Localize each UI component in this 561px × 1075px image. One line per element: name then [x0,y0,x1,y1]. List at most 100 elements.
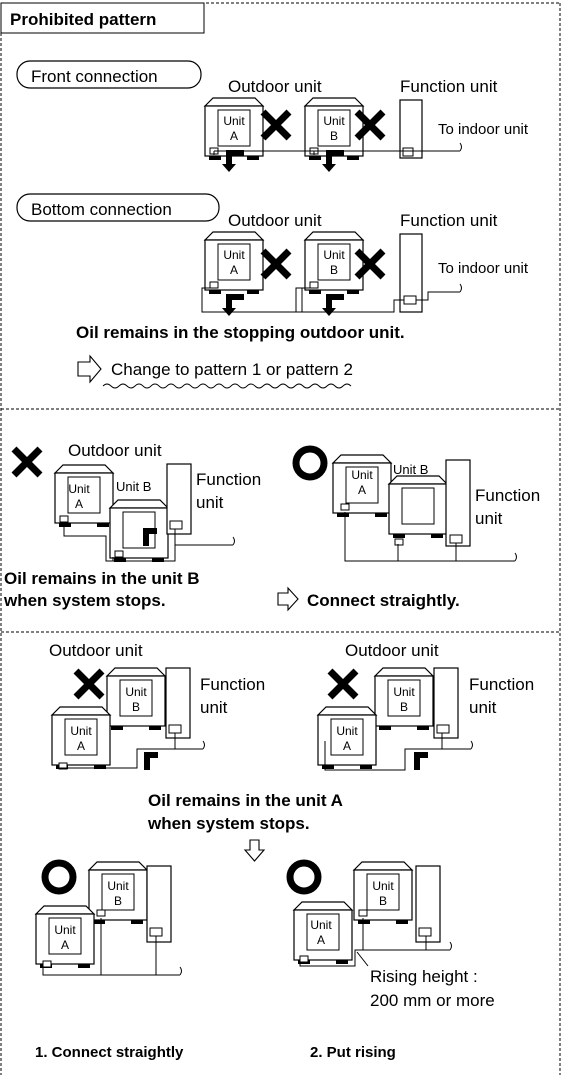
function-unit-label: Function unit [400,77,498,96]
svg-text:B: B [400,700,408,714]
s3-right-unit-a: Unit A [317,706,377,770]
function-label-line1: Function [200,675,265,694]
s2-unit-a: Unit A [54,464,114,528]
s3-left-function-unit [165,667,191,739]
front-function-unit [399,99,423,159]
svg-text:A: A [77,739,85,753]
svg-text:A: A [317,933,325,947]
svg-text:A: A [61,938,69,952]
outdoor-unit-label: Outdoor unit [49,641,143,660]
header-box [0,2,205,34]
svg-text:B: B [114,894,122,908]
svg-text:B: B [379,894,387,908]
outdoor-unit-label: Outdoor unit [228,77,322,96]
oil-warning-b-line1: Oil remains in the unit B [4,569,200,588]
svg-text:Unit: Unit [351,468,373,482]
connect-straightly-text: Connect straightly. [307,591,460,610]
s2-piping [63,527,235,562]
s3-ok1-unit-b: Unit B [88,861,148,925]
s3-ok1-function-unit [146,865,172,943]
cross-icon [263,112,289,138]
svg-text:Unit: Unit [54,923,76,937]
hollow-arrow-icon [77,354,102,384]
svg-text:Unit: Unit [336,724,358,738]
s3-left-unit-b: Unit B [106,667,166,731]
hollow-arrow-icon [277,586,299,612]
s3-ok2-piping [299,918,452,967]
svg-text:Unit: Unit [310,918,332,932]
unit-b-label: Unit B [393,462,428,477]
rising-height-line2: 200 mm or more [370,991,495,1010]
unit-b-label: Unit B [116,479,151,494]
function-label-line1: Function [475,486,540,505]
front-connection-label: Front connection [31,67,158,86]
to-indoor-label: To indoor unit [438,121,529,138]
cross-icon [330,671,356,697]
svg-text:Unit: Unit [372,879,394,893]
cross-icon [76,671,102,697]
function-label-line2: unit [475,509,503,528]
svg-text:A: A [75,497,83,511]
s3-ok2-function-unit [415,865,441,943]
oil-warning-text: Oil remains in the stopping outdoor unit… [76,323,405,342]
svg-text:B: B [330,263,338,277]
svg-text:B: B [330,129,338,143]
s3-right-function-unit [433,667,459,739]
outdoor-unit-label: Outdoor unit [68,441,162,460]
svg-text:B: B [132,700,140,714]
svg-text:Unit: Unit [125,685,147,699]
bottom-unit-b: Unit B [304,231,364,295]
s3-right-unit-b: Unit B [374,667,434,731]
wavy-underline [102,383,352,389]
oil-warning-b-line2: when system stops. [3,591,166,610]
function-label-line2: unit [469,698,497,717]
change-pattern-text: Change to pattern 1 or pattern 2 [111,360,353,379]
header-title: Prohibited pattern [10,10,156,29]
function-label-line1: Function [196,470,261,489]
svg-text:A: A [230,263,238,277]
cross-icon [14,449,40,475]
oil-bend-icon [414,752,428,770]
front-connection-pill [16,60,202,89]
outdoor-unit-label: Outdoor unit [345,641,439,660]
function-unit-label: Function unit [400,211,498,230]
s3-ok1-piping [42,918,182,976]
oil-warning-a-line1: Oil remains in the unit A [148,791,343,810]
s3-right-piping [324,733,473,771]
cross-icon [263,251,289,277]
svg-text:Unit: Unit [393,685,415,699]
svg-text:Unit: Unit [107,879,129,893]
s2-ok-unit-b [388,475,448,546]
svg-text:A: A [230,129,238,143]
bottom-piping [201,283,462,313]
svg-text:Unit: Unit [323,248,345,262]
s3-left-piping [58,733,205,769]
outdoor-unit-label: Outdoor unit [228,211,322,230]
svg-text:Unit: Unit [223,248,245,262]
function-label-line2: unit [196,493,224,512]
svg-text:Unit: Unit [323,114,345,128]
oil-warning-a-line2: when system stops. [147,814,310,833]
s2-ok-piping [344,512,517,562]
caption-put-rising: 2. Put rising [310,1044,396,1061]
svg-text:A: A [343,739,351,753]
circle-ok-icon [45,863,73,891]
s3-ok2-unit-a: Unit A [293,901,353,965]
function-label-line1: Function [469,675,534,694]
hollow-down-arrow-icon [243,839,266,862]
oil-arrow-icon [222,294,244,316]
oil-arrow-icon [322,294,344,316]
svg-text:A: A [358,483,366,497]
s2-ok-function-unit [445,459,471,547]
svg-text:Unit: Unit [70,724,92,738]
s3-left-unit-a: Unit A [51,706,111,770]
s2-ok-unit-a: Unit A [332,454,392,518]
s2-unit-b [109,499,169,563]
oil-bend-icon [144,752,158,770]
bottom-unit-a: Unit A [204,231,264,295]
svg-text:Unit: Unit [68,482,90,496]
rising-height-line1: Rising height : [370,967,478,986]
svg-text:Unit: Unit [223,114,245,128]
s3-ok2-unit-b: Unit B [353,861,413,925]
